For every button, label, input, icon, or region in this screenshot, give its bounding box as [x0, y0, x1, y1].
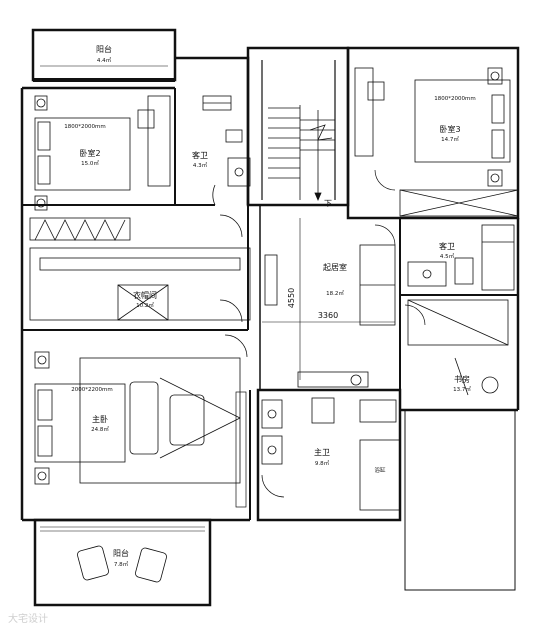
closet-name: 衣帽间 [133, 290, 157, 300]
balcony-bottom-area: 7.8㎡ [114, 560, 129, 568]
master-bed-size: 2000*2200mm [71, 387, 112, 393]
bed-bedroom3 [414, 79, 511, 163]
study-chair [481, 376, 499, 394]
bedroom3-area: 14.7㎡ [441, 135, 459, 143]
dimension-vertical: 4550 [287, 288, 296, 308]
bath-guest-area: 4.5㎡ [440, 252, 455, 260]
stair-core-wall [246, 46, 350, 207]
bath-second-name: 客卫 [192, 150, 208, 160]
bath-guest-name: 客卫 [439, 241, 455, 251]
lounge-area: 18.2㎡ [326, 289, 344, 297]
master-bath-name: 主卫 [314, 447, 330, 457]
staircase [268, 105, 335, 202]
furniture [29, 67, 519, 583]
stair-down-label: 下 [324, 199, 332, 208]
balcony-bottom-wall [33, 518, 212, 607]
master-area: 24.8㎡ [91, 425, 109, 433]
bedroom3-name: 卧室3 [439, 124, 460, 134]
closet-area: 10.2㎡ [136, 301, 154, 309]
dimension-horizontal: 3360 [318, 311, 338, 320]
balcony-top-area: 4.4㎡ [97, 56, 112, 64]
balcony-top-wall [31, 28, 177, 82]
balcony-top-name: 阳台 [96, 44, 112, 54]
dimension-lines [262, 218, 395, 380]
bedroom2-bed-size: 1800*2000mm [64, 124, 105, 130]
bathtub-label: 浴缸 [374, 466, 386, 474]
bedroom2-area: 15.0㎡ [81, 159, 99, 167]
bathtub [359, 439, 401, 511]
room-labels: 阳台 4.4㎡ 1800*2000mm 卧室2 15.0㎡ 客卫 4.3㎡ 18… [64, 44, 475, 568]
bedroom3-wall [346, 46, 520, 220]
master-name: 主卧 [92, 414, 108, 424]
master-bath-area: 9.8㎡ [315, 459, 330, 467]
bed-bedroom2 [34, 117, 131, 191]
lounge-name: 起居室 [323, 262, 347, 272]
bath-second-area: 4.3㎡ [193, 161, 208, 169]
balcony-bottom-name: 阳台 [113, 548, 129, 558]
study-name: 书房 [454, 374, 470, 384]
watermark: 大宅设计 [8, 612, 48, 625]
bedroom3-bed-size: 1800*2000mm [434, 96, 475, 102]
doors [219, 169, 426, 508]
balcony-top-rail [33, 78, 175, 82]
study-terrace [404, 409, 516, 591]
walls [20, 28, 520, 607]
study-area: 13.7㎡ [453, 385, 471, 393]
bedroom2-name: 卧室2 [79, 148, 100, 158]
